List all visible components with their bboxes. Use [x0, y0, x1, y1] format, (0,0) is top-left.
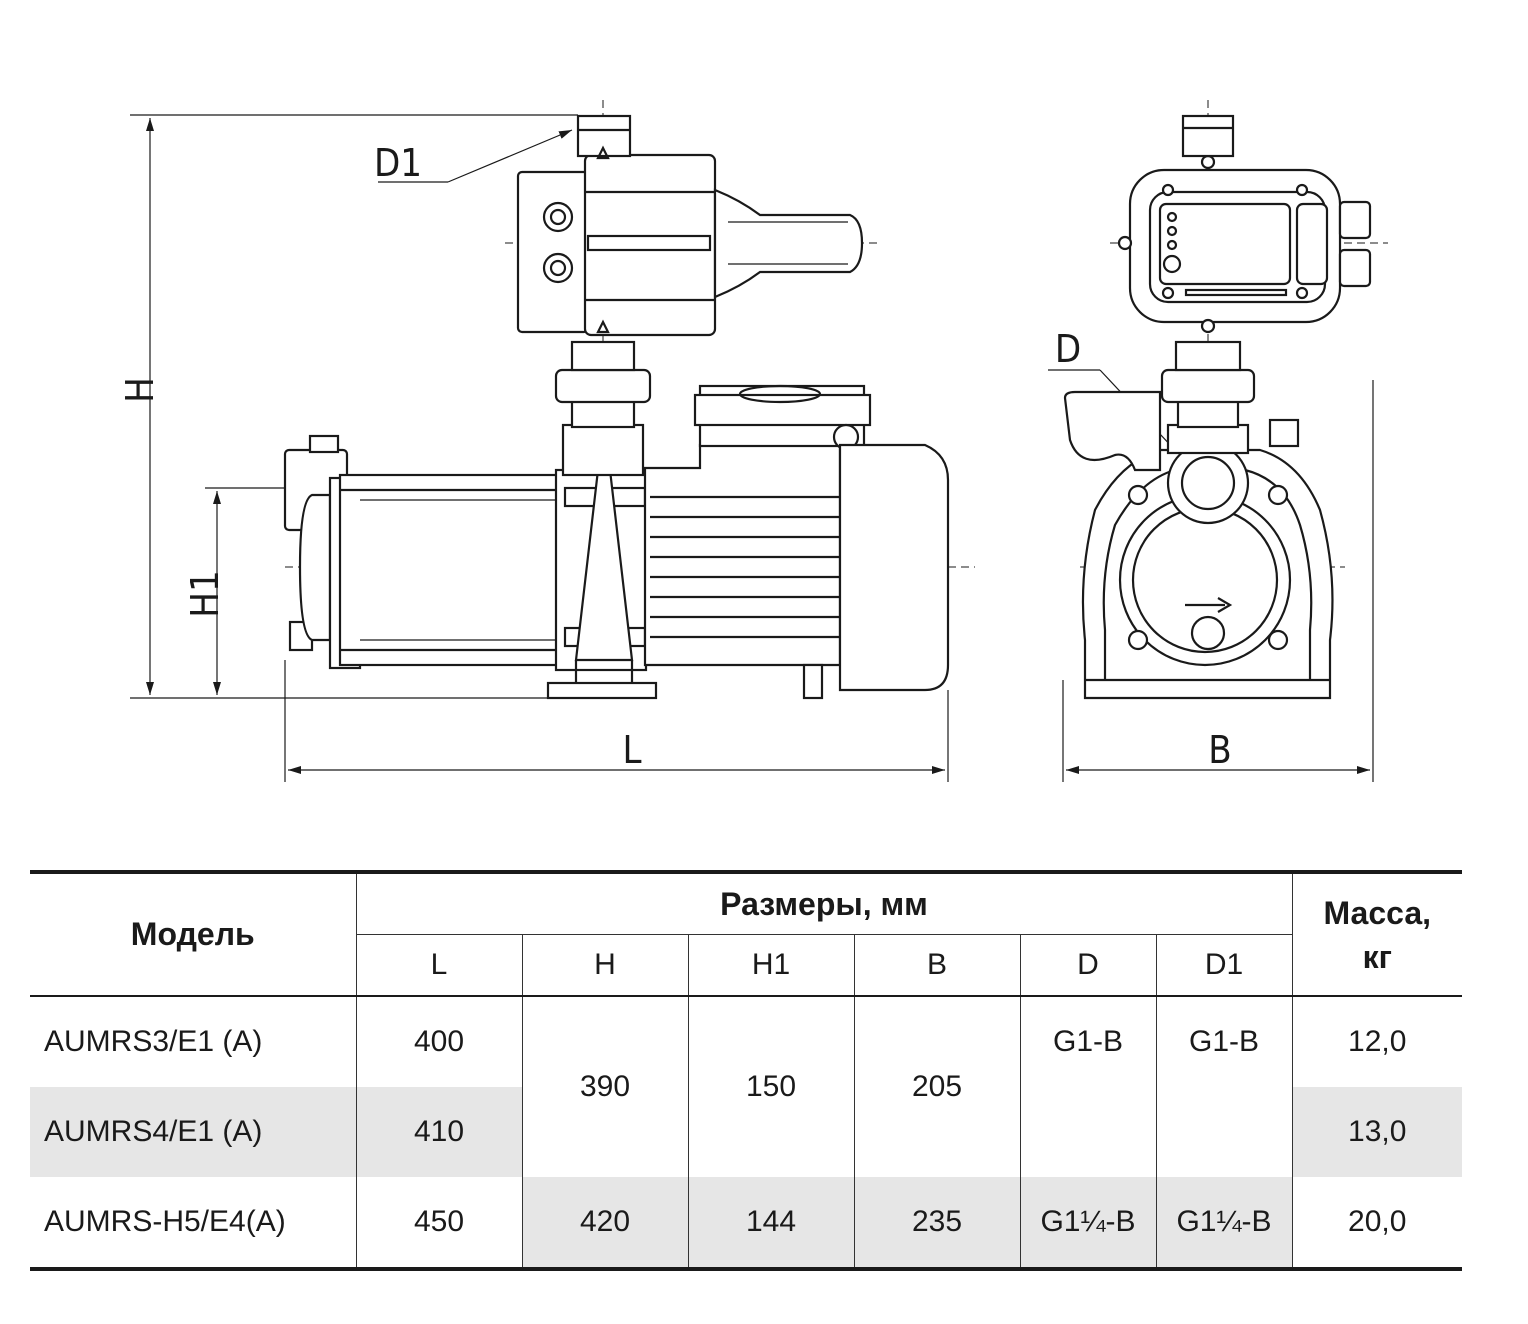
cell-d1: G1-B — [1155, 996, 1293, 1177]
label-d: D — [1055, 327, 1081, 371]
dimension-h: H — [118, 114, 578, 699]
header-d1: D1 — [1155, 934, 1292, 997]
label-l: L — [622, 728, 641, 772]
dimensions-table: Модель Размеры, мм Масса,кг L H H1 B D D… — [30, 870, 1462, 1271]
cell-d: G1-B — [1019, 996, 1157, 1177]
cell-d1: G1¼-B — [1155, 1177, 1293, 1271]
cell-l: 410 — [355, 1087, 523, 1177]
table-row: AUMRS-H5/E4(A) 450 420 144 235 G1¼-B G1¼… — [30, 1177, 1462, 1271]
header-mass: Масса,кг — [1291, 870, 1462, 997]
cell-mass: 12,0 — [1291, 996, 1462, 1087]
cell-mass: 13,0 — [1291, 1087, 1462, 1177]
cell-h: 390 — [521, 996, 689, 1177]
dimension-d1: D1 — [374, 129, 573, 185]
pump-dimension-drawing: H H1 L D1 — [118, 100, 1388, 782]
motor-fins — [650, 495, 840, 639]
header-model: Модель — [30, 870, 357, 997]
cell-model: AUMRS3/E1 (A) — [30, 996, 357, 1087]
cell-b: 235 — [853, 1177, 1021, 1271]
label-b: B — [1208, 728, 1231, 772]
label-h: H — [118, 377, 162, 403]
dimension-l: L — [284, 660, 949, 782]
cell-mass: 20,0 — [1291, 1177, 1462, 1271]
cell-h: 420 — [521, 1177, 689, 1271]
table-subheader-row: L H H1 B D D1 — [30, 934, 1462, 997]
label-h1: H1 — [183, 570, 227, 617]
header-h: H — [521, 934, 689, 997]
dimension-b: B — [1062, 380, 1374, 782]
pump-front-view: B D — [1048, 100, 1388, 782]
cell-d: G1¼-B — [1019, 1177, 1157, 1271]
table-row: AUMRS3/E1 (A) 400 390 150 205 G1-B G1-B … — [30, 996, 1462, 1177]
header-b: B — [853, 934, 1021, 997]
header-d: D — [1019, 934, 1157, 997]
cell-model: AUMRS-H5/E4(A) — [30, 1177, 357, 1271]
dimension-h1: H1 — [183, 487, 340, 695]
cell-h1: 150 — [687, 996, 855, 1177]
header-dimensions: Размеры, мм — [355, 870, 1293, 935]
pump-side-view: H H1 L D1 — [118, 100, 975, 782]
label-d1: D1 — [374, 141, 422, 185]
cell-l: 400 — [355, 996, 523, 1087]
cell-model: AUMRS4/E1 (A) — [30, 1087, 357, 1177]
table-row: AUMRS4/E1 (A) 410 13,0 — [30, 1087, 1462, 1177]
cell-h1: 144 — [687, 1177, 855, 1271]
header-h1: H1 — [687, 934, 855, 997]
cell-b: 205 — [853, 996, 1021, 1177]
table-header-row: Модель Размеры, мм Масса,кг — [30, 870, 1462, 997]
cell-l: 450 — [355, 1177, 523, 1271]
header-l: L — [356, 934, 523, 997]
